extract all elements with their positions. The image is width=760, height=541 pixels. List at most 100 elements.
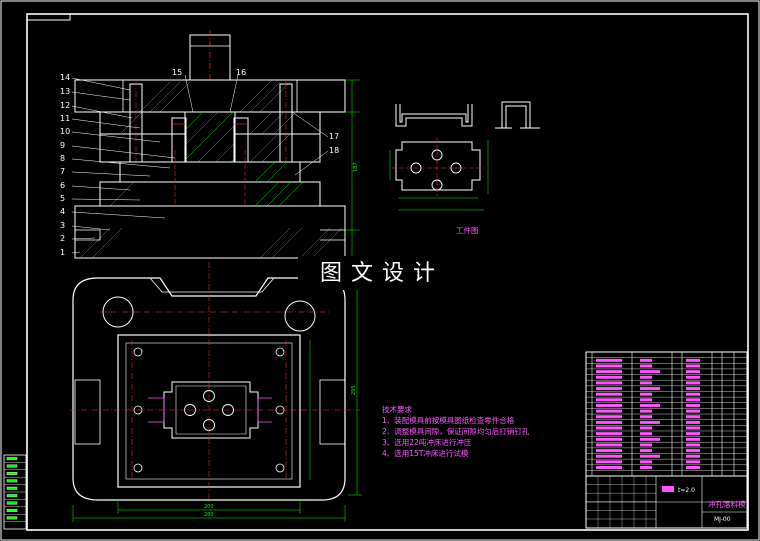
parts-cell-fill bbox=[686, 415, 700, 419]
parts-cell-fill bbox=[686, 398, 700, 402]
parts-cell-fill bbox=[596, 370, 622, 374]
blank-outline bbox=[163, 381, 259, 439]
parts-cell-fill bbox=[640, 437, 660, 441]
part-no-10: 10 bbox=[60, 127, 70, 136]
part-no-8: 8 bbox=[60, 154, 65, 163]
part-no-7: 7 bbox=[60, 167, 65, 176]
parts-cell-fill bbox=[596, 443, 622, 447]
parts-cell-fill bbox=[686, 466, 700, 469]
margin-cell-fill bbox=[6, 472, 18, 475]
margin-cell-fill bbox=[6, 494, 18, 498]
parts-cell-fill bbox=[596, 387, 622, 391]
parts-cell-fill bbox=[640, 454, 660, 458]
parts-cell-fill bbox=[686, 381, 700, 385]
parts-cell-fill bbox=[596, 392, 622, 396]
parts-cell-fill bbox=[640, 460, 652, 464]
workpiece-label: 工件图 bbox=[456, 225, 479, 235]
parts-cell-fill bbox=[686, 403, 700, 407]
part-no-3: 3 bbox=[60, 221, 65, 230]
parts-cell-fill bbox=[686, 426, 700, 430]
title-thickness: t=2.0 bbox=[678, 487, 695, 494]
parts-cell-fill bbox=[596, 466, 622, 469]
parts-cell-fill bbox=[596, 358, 622, 362]
margin-cell-fill bbox=[6, 479, 18, 483]
parts-cell-fill bbox=[596, 460, 622, 464]
parts-cell-fill bbox=[640, 358, 652, 362]
parts-cell-fill bbox=[640, 426, 652, 430]
parts-cell-fill bbox=[686, 437, 700, 441]
upper-die-plate bbox=[74, 79, 346, 113]
part-no-6: 6 bbox=[60, 181, 65, 190]
drawing-border bbox=[26, 13, 749, 531]
part-no-14: 14 bbox=[60, 73, 70, 82]
parts-cell-fill bbox=[596, 426, 622, 430]
parts-cell-fill bbox=[640, 466, 652, 469]
parts-cell-fill bbox=[596, 381, 622, 385]
part-no-9: 9 bbox=[60, 141, 65, 150]
parts-cell-fill bbox=[686, 358, 700, 362]
workpiece-plan bbox=[389, 138, 489, 211]
parts-cell-fill bbox=[686, 370, 700, 374]
dim-right-height: 187 bbox=[353, 162, 359, 172]
dim-plan-width-inner: 200 bbox=[204, 504, 214, 510]
parts-cell-fill bbox=[640, 432, 652, 436]
parts-cell-fill bbox=[686, 364, 700, 368]
title-drawing-no: MJ-00 bbox=[714, 516, 731, 523]
die-plate bbox=[99, 181, 321, 207]
part-no-11: 11 bbox=[60, 114, 70, 123]
parts-cell-fill bbox=[640, 409, 652, 413]
margin-cell-fill bbox=[6, 509, 18, 512]
parts-cell-fill bbox=[640, 387, 660, 391]
tech-req-item-3: 3、选用22吨冲床进行冲压 bbox=[382, 437, 472, 447]
parts-cell-fill bbox=[596, 437, 622, 441]
margin-cell-fill bbox=[6, 516, 18, 520]
title-name: 冲孔落料模 bbox=[708, 499, 746, 509]
workpiece-profile bbox=[395, 101, 540, 129]
parts-cell-fill bbox=[596, 420, 622, 424]
part-no-15: 15 bbox=[172, 68, 182, 77]
parts-cell-fill bbox=[686, 454, 700, 458]
dim-plan-height: 295 bbox=[351, 385, 357, 395]
part-no-1: 1 bbox=[60, 248, 65, 257]
parts-list bbox=[585, 351, 748, 477]
parts-cell-fill bbox=[686, 432, 700, 436]
part-no-13: 13 bbox=[60, 87, 70, 96]
parts-cell-fill bbox=[596, 403, 622, 407]
parts-cell-fill bbox=[596, 409, 622, 413]
plan-view: 200 280 295 bbox=[70, 262, 362, 522]
margin-table bbox=[3, 454, 27, 530]
parts-cell-fill bbox=[596, 415, 622, 419]
stripper-plate bbox=[119, 161, 301, 183]
parts-cell-fill bbox=[596, 364, 622, 368]
parts-cell-fill bbox=[596, 375, 622, 379]
parts-cell-fill bbox=[686, 449, 700, 453]
part-no-2: 2 bbox=[60, 234, 65, 243]
tech-req-item-2: 2、调整模具间隙，保证间隙均匀后打销钉孔 bbox=[382, 426, 530, 436]
tech-requirements: 技术要求 1、装配模具前按模具图纸检查零件合格 2、调整模具间隙，保证间隙均匀后… bbox=[382, 404, 530, 458]
title-block: t=2.0 冲孔落料模 MJ-00 bbox=[585, 475, 748, 529]
dim-plan-width-outer: 280 bbox=[204, 512, 214, 518]
parts-cell-fill bbox=[686, 420, 700, 424]
margin-cell-fill bbox=[6, 486, 18, 490]
guide-post-hole-right bbox=[284, 300, 316, 332]
tech-req-title: 技术要求 bbox=[382, 404, 412, 414]
parts-cell-fill bbox=[596, 454, 622, 458]
parts-cell-fill bbox=[686, 443, 700, 447]
parts-cell-fill bbox=[596, 432, 622, 436]
part-no-16: 16 bbox=[236, 68, 246, 77]
guide-post-hole-left bbox=[102, 296, 134, 328]
part-no-4: 4 bbox=[60, 207, 65, 216]
parts-cell-fill bbox=[686, 375, 700, 379]
part-no-12: 12 bbox=[60, 101, 70, 110]
parts-cell-fill bbox=[640, 449, 652, 453]
parts-cell-fill bbox=[640, 420, 660, 424]
parts-cell-fill bbox=[640, 392, 652, 396]
parts-cell-fill bbox=[640, 443, 652, 447]
parts-cell-fill bbox=[640, 398, 652, 402]
margin-cell-fill bbox=[6, 464, 18, 468]
parts-cell-fill bbox=[686, 387, 700, 391]
parts-cell-fill bbox=[640, 403, 660, 407]
part-no-5: 5 bbox=[60, 194, 65, 203]
